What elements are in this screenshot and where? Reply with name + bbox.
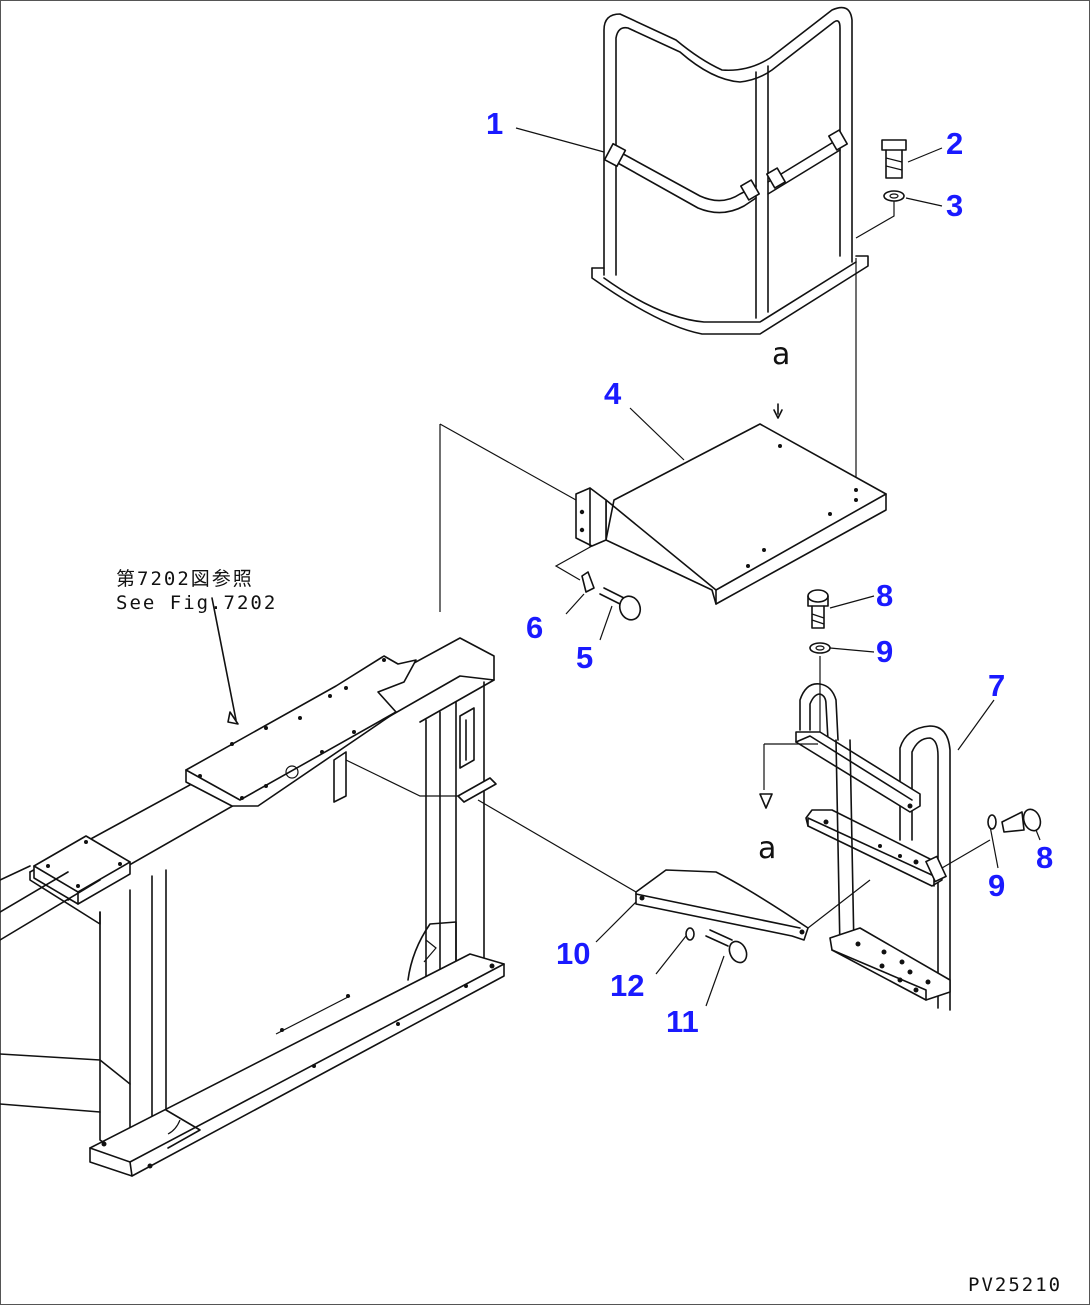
view-marker-upper: a bbox=[772, 337, 791, 372]
callout-8-lower: 8 bbox=[1036, 840, 1054, 875]
callout-5: 5 bbox=[576, 640, 594, 675]
reference-note-jp: 第7202図参照 bbox=[116, 568, 254, 590]
reference-note-en: See Fig.7202 bbox=[116, 592, 278, 614]
callout-9-lower: 9 bbox=[988, 868, 1006, 903]
bolt-washer-upper bbox=[855, 139, 907, 488]
callout-2: 2 bbox=[946, 126, 964, 161]
view-marker-lower: a bbox=[758, 831, 777, 866]
callout-1: 1 bbox=[486, 106, 504, 141]
ladder-bracket bbox=[477, 799, 871, 964]
callout-12: 12 bbox=[610, 968, 645, 1003]
bolt-washer-step bbox=[807, 589, 831, 732]
ladder bbox=[759, 683, 1042, 1011]
callout-6: 6 bbox=[526, 610, 544, 645]
callout-11: 11 bbox=[666, 1004, 699, 1039]
bolt-washer-platform bbox=[581, 571, 642, 621]
handrail-guard bbox=[591, 6, 869, 335]
step-platform bbox=[439, 403, 887, 612]
callout-10: 10 bbox=[556, 936, 591, 971]
leader-lines bbox=[515, 127, 1041, 1007]
callout-7: 7 bbox=[988, 668, 1006, 703]
callout-9-upper: 9 bbox=[876, 634, 894, 669]
callout-4: 4 bbox=[604, 376, 622, 411]
main-frame bbox=[0, 597, 505, 1177]
callout-8-upper: 8 bbox=[876, 578, 894, 613]
drawing-code: PV25210 bbox=[968, 1274, 1063, 1296]
callout-3: 3 bbox=[946, 188, 964, 223]
